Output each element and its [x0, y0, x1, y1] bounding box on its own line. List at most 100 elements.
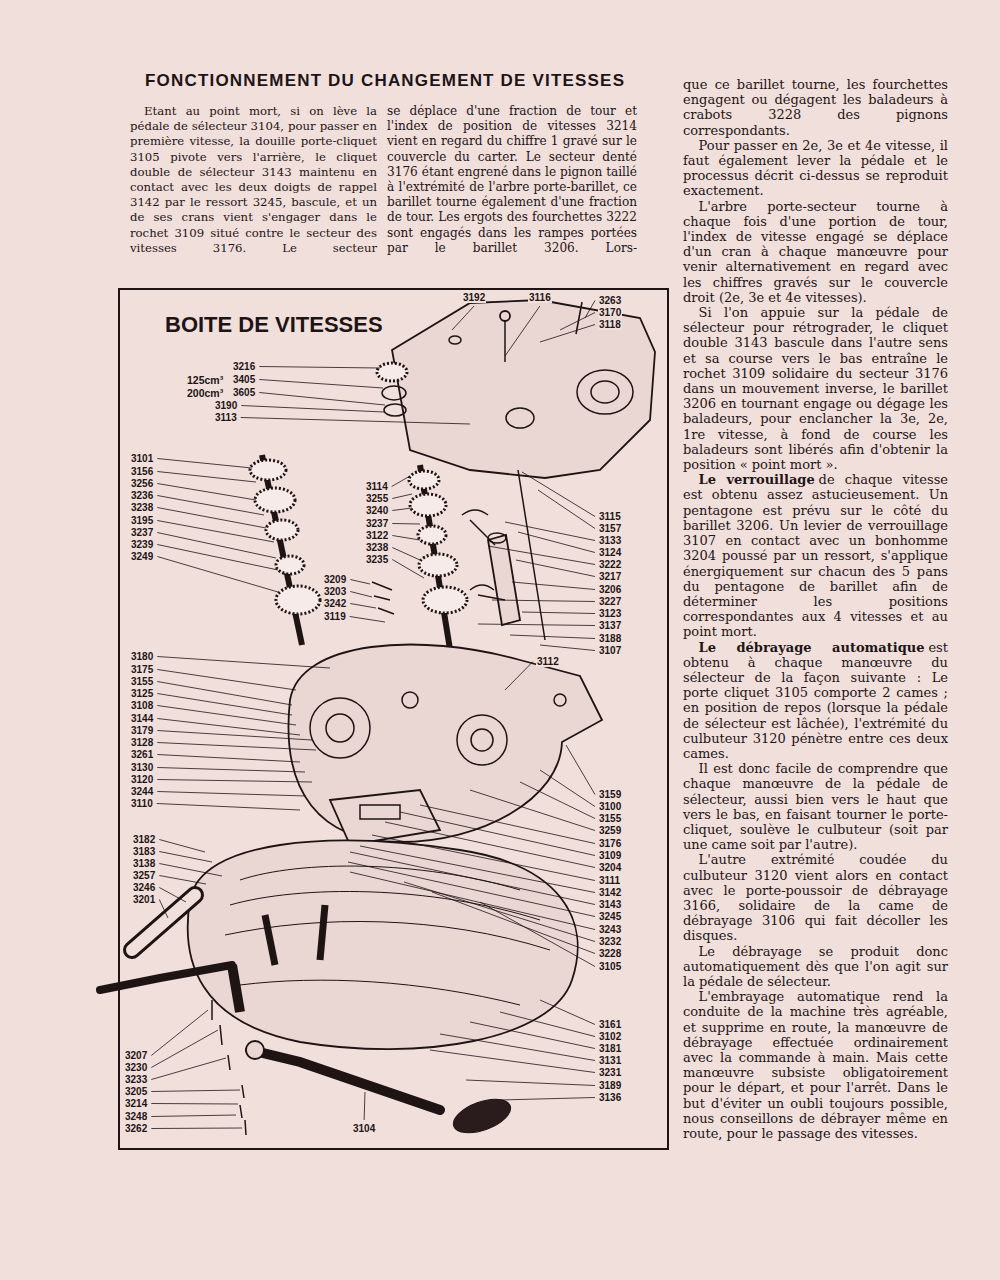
- leader-line: [157, 472, 256, 483]
- leader-line: [478, 624, 595, 626]
- leader-line: [540, 325, 595, 343]
- leader-line: [392, 494, 412, 499]
- callout-number: 3144: [130, 713, 154, 724]
- leader-line: [566, 745, 595, 795]
- leader-line: [466, 1080, 595, 1086]
- bold-lead: Le débrayage automatique: [699, 640, 925, 655]
- callout-number: 3246: [132, 882, 156, 893]
- gear: [276, 556, 304, 574]
- callout-number: 3222: [598, 559, 622, 570]
- callout-number: 3176: [598, 838, 622, 849]
- leader-line: [259, 367, 380, 369]
- leader-line: [392, 476, 410, 487]
- callout-number: 3137: [598, 620, 622, 631]
- leader-line: [157, 496, 264, 516]
- page-heading: FONCTIONNEMENT DU CHANGEMENT DE VITESSES: [145, 71, 625, 91]
- leader-line: [392, 536, 420, 541]
- callout-number: 3189: [598, 1080, 622, 1091]
- paragraph: Le débrayage automatiqueest obtenu à cha…: [683, 640, 948, 762]
- callout-number: 3217: [598, 571, 622, 582]
- gear: [410, 494, 446, 516]
- callout-number: 3170: [598, 307, 622, 318]
- callout-number: 3233: [124, 1074, 148, 1085]
- leader-line: [151, 1090, 240, 1092]
- leader-line: [157, 557, 278, 593]
- bearing: [382, 386, 406, 400]
- callout-number: 3124: [598, 547, 622, 558]
- callout-number: 3201: [132, 894, 156, 905]
- paragraph: Le débrayage se produit donc automatique…: [683, 944, 948, 990]
- gear: [419, 554, 457, 576]
- leader-line: [470, 1022, 595, 1049]
- leader-line: [400, 812, 595, 856]
- leader-line: [350, 592, 372, 598]
- callout-number: 3131: [598, 1055, 622, 1066]
- text-column: que ce barillet tourne, les fourchettes …: [683, 77, 948, 1141]
- gear: [276, 586, 320, 614]
- leader-line: [500, 1012, 595, 1037]
- cover-stud: [320, 905, 325, 960]
- paragraph: Il est donc facile de comprendre que cha…: [683, 761, 948, 852]
- callout-number: 3155: [598, 813, 622, 824]
- bold-lead: Le verrouillage: [699, 472, 815, 487]
- paragraph: L'arbre porte-secteur tourne à chaque fo…: [683, 199, 948, 305]
- cover-stud: [265, 915, 275, 965]
- callout-number: 3120: [130, 774, 154, 785]
- leader-line: [151, 1128, 242, 1130]
- paragraph: Si l'on appuie sur la pédale de sélecteu…: [683, 305, 948, 472]
- callout-number: 3157: [598, 523, 622, 534]
- callout-number: 3261: [130, 749, 154, 760]
- callout-number: 3245: [598, 911, 622, 922]
- cover-hole: [449, 336, 461, 344]
- leader-line: [159, 864, 222, 877]
- leader-line: [348, 862, 595, 917]
- leader-line: [540, 645, 595, 651]
- callout-number: 3206: [598, 584, 622, 595]
- bearing-seat: [471, 729, 493, 751]
- callout-number: 3155: [130, 676, 154, 687]
- callout-number: 3239: [130, 539, 154, 550]
- cover-shading: [225, 866, 550, 1005]
- leader-line: [510, 635, 595, 639]
- callout-number: 3232: [598, 936, 622, 947]
- leader-line: [157, 508, 266, 529]
- crankcase-hole: [402, 692, 418, 708]
- diagram-title: BOITE DE VITESSES: [165, 312, 383, 338]
- callout-number: 3263: [598, 295, 622, 306]
- leader-line: [157, 768, 305, 773]
- leader-line: [560, 313, 595, 331]
- leader-line: [540, 1000, 595, 1025]
- callout-number: 3249: [130, 551, 154, 562]
- leader-line: [350, 852, 595, 905]
- leader-line: [500, 1098, 595, 1101]
- leader-line: [440, 1034, 595, 1061]
- callout-number: 3195: [130, 515, 154, 526]
- leader-line: [151, 1115, 236, 1117]
- paragraph: L'embrayage automatique rend la conduite…: [683, 989, 948, 1141]
- callout-number: 3104: [352, 1123, 376, 1134]
- leader-line: [157, 792, 306, 797]
- callout-number: 3100: [598, 801, 622, 812]
- crankcase-bore: [310, 698, 370, 758]
- callout-number: 3182: [132, 834, 156, 845]
- leader-line: [404, 882, 595, 942]
- leader-line: [241, 418, 470, 425]
- leader-line: [157, 706, 296, 726]
- callout-number: 3238: [365, 542, 389, 553]
- paragraph: L'autre extrémité coudée du culbuteur 31…: [683, 852, 948, 943]
- leader-line: [157, 682, 292, 706]
- leader-line: [505, 522, 595, 541]
- callout-number: 3138: [132, 858, 156, 869]
- callout-number: 3142: [598, 887, 622, 898]
- cover-bearing: [577, 370, 633, 414]
- pawl: [360, 805, 400, 819]
- paragraph: Le verrouillagede chaque vitesse est obt…: [683, 472, 948, 639]
- leader-line: [157, 694, 292, 716]
- leader-line: [392, 523, 420, 525]
- leader-line: [392, 548, 420, 561]
- leader-line: [159, 888, 186, 903]
- leader-line: [157, 719, 300, 736]
- callout-number: 3116: [528, 292, 552, 303]
- callout-number: 3405: [232, 374, 256, 385]
- callout-number: 3125: [130, 688, 154, 699]
